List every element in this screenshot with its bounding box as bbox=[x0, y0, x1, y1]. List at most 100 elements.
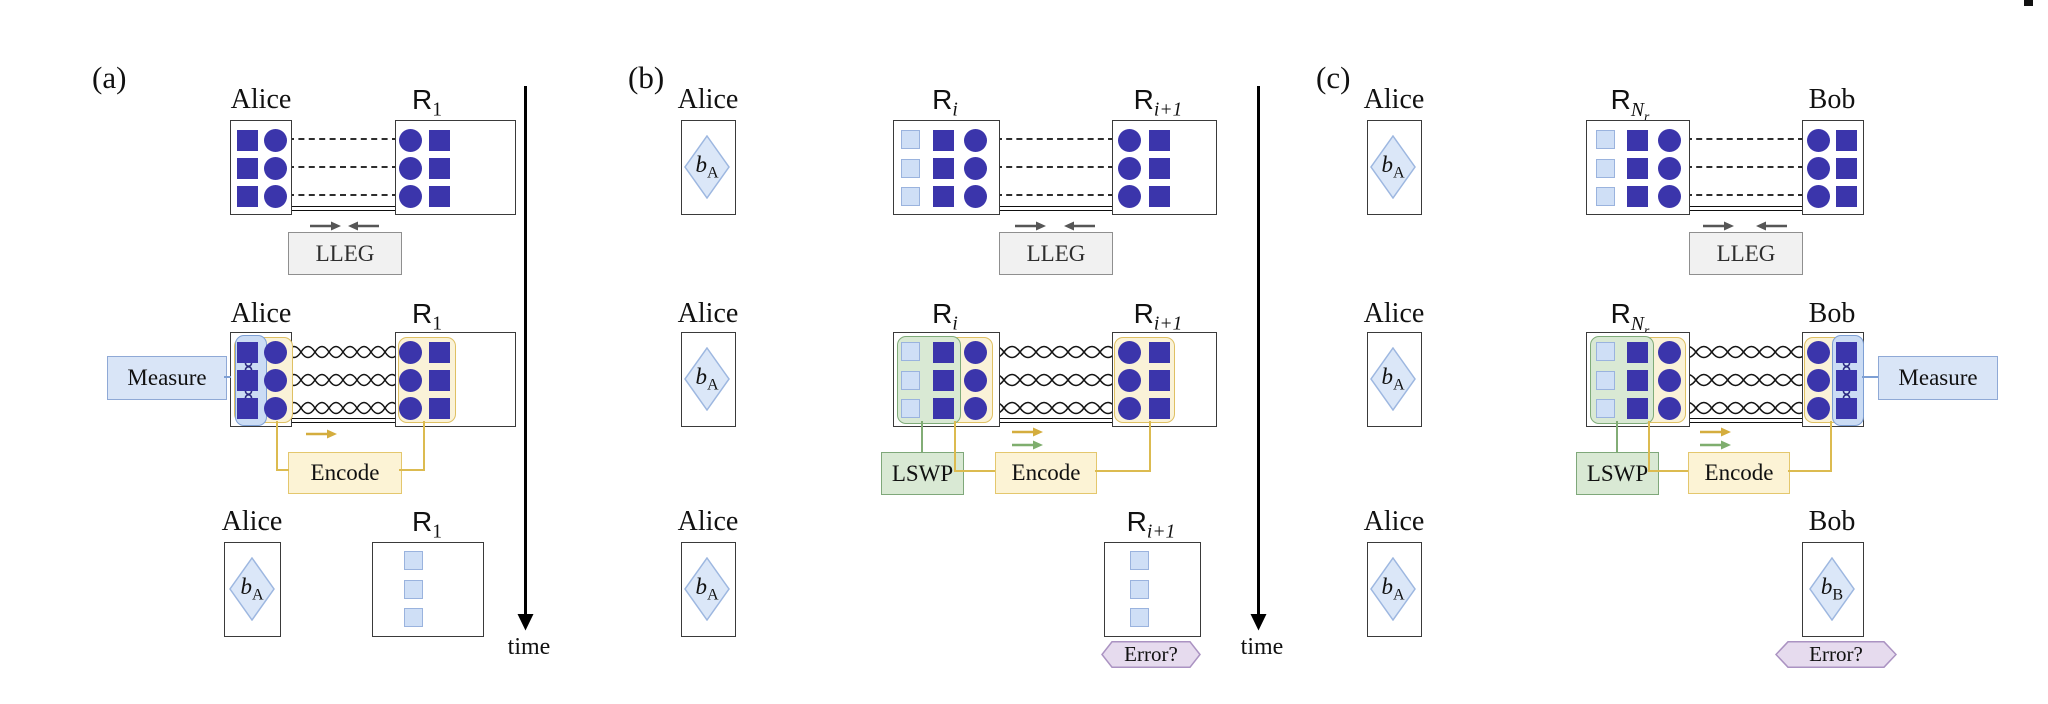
data-qubit-icon bbox=[1148, 369, 1170, 391]
comm-qubit-icon bbox=[398, 368, 422, 392]
data-qubit-icon bbox=[1626, 185, 1648, 207]
empty-qubit-icon bbox=[901, 370, 920, 390]
empty-qubit-icon bbox=[901, 158, 920, 178]
lswp-box: LSWP bbox=[881, 452, 964, 495]
quantum-channel bbox=[998, 418, 1112, 423]
qubit-column bbox=[1835, 341, 1857, 419]
comm-qubit-icon bbox=[1806, 368, 1830, 392]
comm-qubit-icon bbox=[1657, 396, 1681, 420]
qubit-column bbox=[398, 128, 422, 208]
measure-box: Measure bbox=[1878, 356, 1998, 400]
repeater-ri1-label: Ri+1 bbox=[1126, 506, 1176, 543]
comm-qubit-icon bbox=[963, 156, 987, 180]
time-arrowhead-icon bbox=[1250, 614, 1267, 631]
lleg-box: LLEG bbox=[1689, 232, 1803, 275]
alice-label: Alice bbox=[221, 506, 283, 537]
connector-wire bbox=[399, 469, 425, 472]
comm-qubit-icon bbox=[1657, 368, 1681, 392]
entanglement-dashed-link bbox=[288, 138, 398, 140]
alice-label: Alice bbox=[230, 298, 292, 329]
qubit-column bbox=[1657, 128, 1681, 208]
error-badge: Error? bbox=[1101, 641, 1201, 668]
data-qubit-icon bbox=[932, 129, 954, 151]
empty-qubit-icon bbox=[1130, 551, 1149, 570]
repeater-rn-label: RNr bbox=[1610, 298, 1650, 338]
entanglement-dashed-link bbox=[1686, 138, 1804, 140]
connector-wire bbox=[1149, 421, 1152, 472]
comm-qubit-icon bbox=[1657, 156, 1681, 180]
quantum-channel bbox=[998, 206, 1112, 211]
data-qubit-icon bbox=[932, 369, 954, 391]
comm-qubit-icon bbox=[1657, 128, 1681, 152]
quantum-channel bbox=[292, 206, 396, 211]
data-qubit-icon bbox=[428, 185, 450, 207]
entanglement-dashed-link bbox=[996, 138, 1114, 140]
quantum-channel bbox=[1688, 418, 1802, 423]
data-qubit-icon bbox=[1148, 129, 1170, 151]
comm-qubit-icon bbox=[398, 340, 422, 364]
comm-qubit-icon bbox=[1806, 184, 1830, 208]
data-qubit-icon bbox=[236, 397, 258, 419]
qubit-column bbox=[1657, 340, 1681, 420]
connector-wire bbox=[1095, 470, 1151, 473]
connector-wire bbox=[1830, 421, 1833, 472]
comm-qubit-icon bbox=[963, 368, 987, 392]
qubit-column bbox=[963, 128, 987, 208]
qubit-column bbox=[1148, 129, 1170, 207]
connector-wire bbox=[224, 376, 231, 379]
encode-signal-arrow-icon bbox=[1700, 427, 1731, 437]
connector-wire bbox=[1788, 470, 1832, 473]
data-qubit-icon bbox=[1835, 369, 1857, 391]
entanglement-wave bbox=[1680, 373, 1807, 387]
qubit-column bbox=[963, 340, 987, 420]
bit-diamond: bA bbox=[1370, 347, 1416, 411]
entanglement-dashed-link bbox=[996, 166, 1114, 168]
data-qubit-icon bbox=[1148, 185, 1170, 207]
data-qubit-icon bbox=[1626, 341, 1648, 363]
empty-qubit-icon bbox=[404, 551, 423, 570]
panel-b-tag: (b) bbox=[628, 60, 665, 95]
data-qubit-icon bbox=[236, 129, 258, 151]
comm-qubit-icon bbox=[263, 340, 287, 364]
empty-qubit-icon bbox=[1596, 370, 1615, 390]
empty-qubit-icon bbox=[901, 187, 920, 206]
lleg-box: LLEG bbox=[288, 232, 402, 275]
data-qubit-icon bbox=[236, 369, 258, 391]
entanglement-wave bbox=[1680, 345, 1807, 359]
comm-qubit-icon bbox=[1806, 156, 1830, 180]
swap-signal-arrow-icon bbox=[1700, 440, 1731, 450]
comm-qubit-icon bbox=[963, 396, 987, 420]
entanglement-wave bbox=[287, 345, 399, 359]
qubit-column bbox=[1117, 128, 1141, 208]
encode-box: Encode bbox=[1688, 452, 1790, 494]
comm-qubit-icon bbox=[1117, 156, 1141, 180]
signal-right-arrow-icon bbox=[1015, 221, 1046, 231]
repeater-ri1-label: Ri+1 bbox=[1133, 298, 1183, 335]
quantum-channel bbox=[1688, 206, 1802, 211]
data-qubit-icon bbox=[428, 157, 450, 179]
repeater-ri-label: Ri bbox=[932, 298, 958, 335]
data-qubit-icon bbox=[1148, 157, 1170, 179]
data-qubit-icon bbox=[236, 185, 258, 207]
comm-qubit-icon bbox=[1657, 340, 1681, 364]
signal-right-arrow-icon bbox=[310, 221, 341, 231]
data-qubit-icon bbox=[932, 397, 954, 419]
qubit-column bbox=[1626, 341, 1648, 419]
connector-wire bbox=[1648, 470, 1688, 473]
empty-qubit-icon bbox=[901, 130, 920, 149]
time-axis bbox=[524, 86, 527, 616]
connector-wire bbox=[1616, 421, 1619, 452]
bit-diamond: bA bbox=[1370, 135, 1416, 199]
empty-qubit-icon bbox=[404, 579, 423, 599]
comm-qubit-icon bbox=[398, 128, 422, 152]
data-qubit-icon bbox=[1626, 129, 1648, 151]
empty-qubit-icon bbox=[901, 342, 920, 361]
connector-wire bbox=[954, 470, 995, 473]
data-qubit-icon bbox=[428, 341, 450, 363]
bit-diamond: bA bbox=[684, 135, 730, 199]
encode-signal-arrow-icon bbox=[306, 429, 337, 439]
comm-qubit-icon bbox=[1806, 396, 1830, 420]
entanglement-wave bbox=[988, 345, 1116, 359]
qubit-column bbox=[901, 130, 920, 206]
